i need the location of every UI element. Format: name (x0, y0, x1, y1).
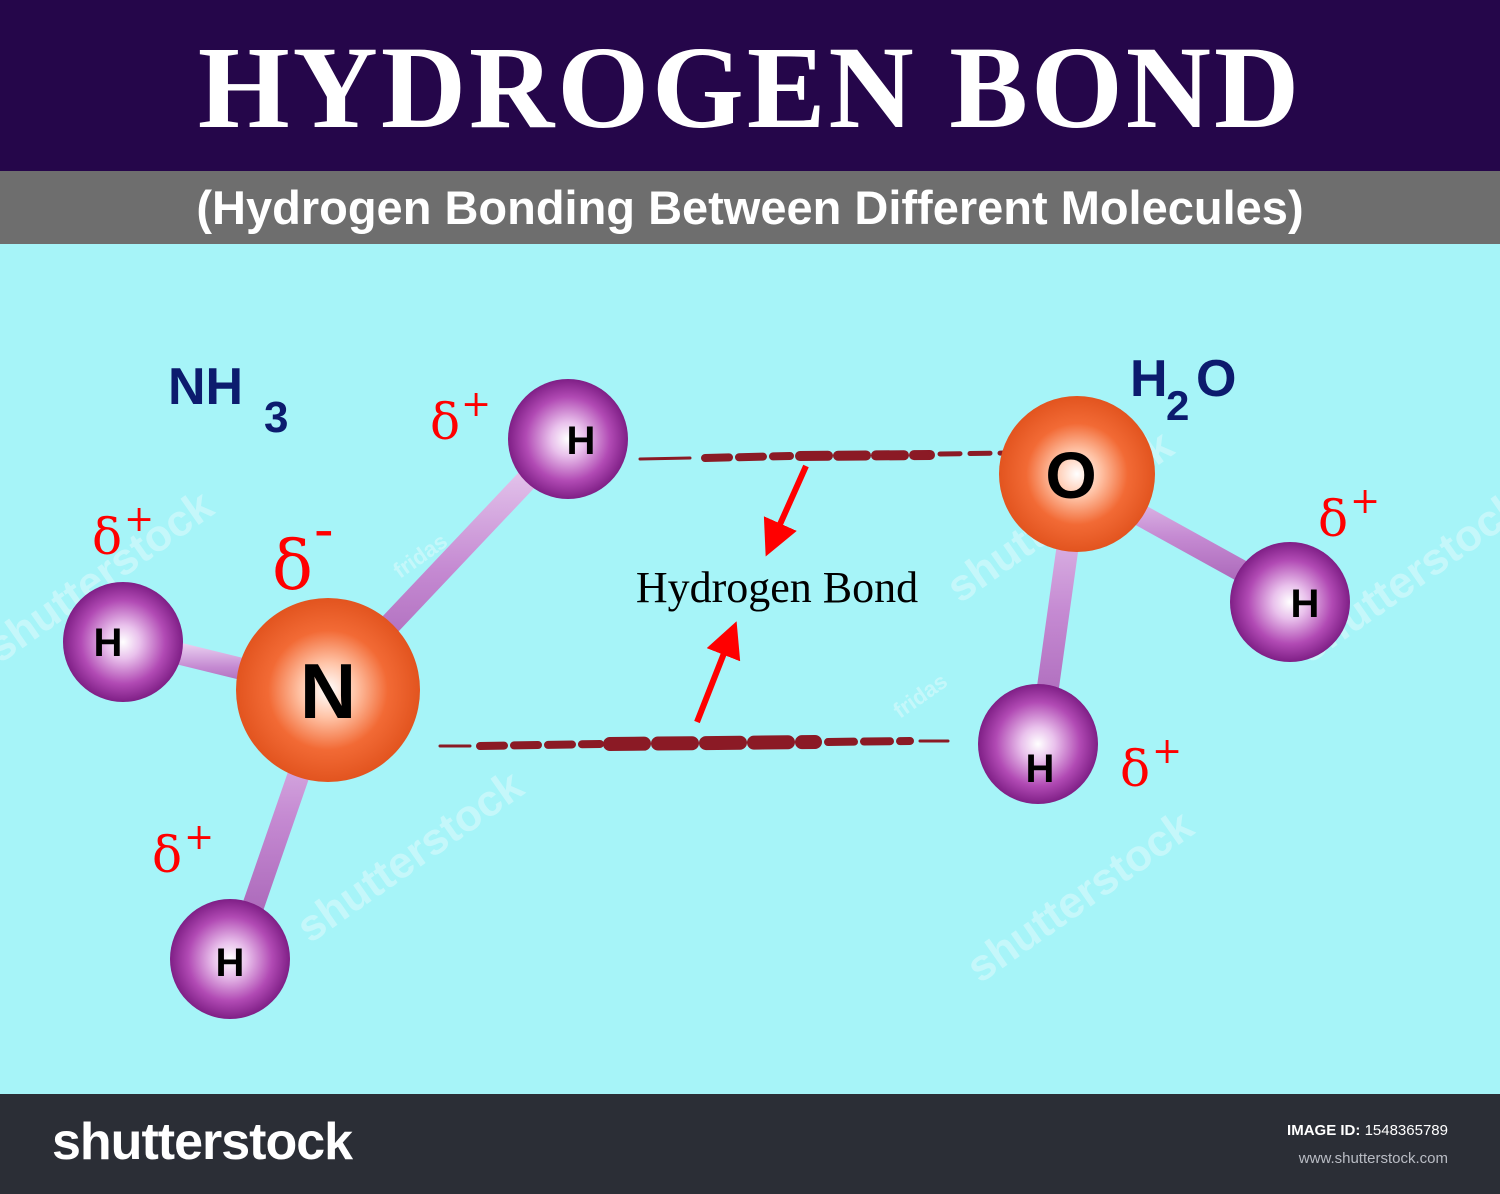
hydrogen-bond-lower (438, 735, 950, 751)
brand-logo[interactable]: shutterstock (52, 1113, 353, 1171)
charge-water-h-right: δ + (1318, 481, 1380, 548)
charge-nitrogen: δ - (272, 495, 334, 606)
water-formula: H 2 O (1130, 350, 1236, 429)
charge-sign: + (124, 499, 154, 540)
hydrogen-bond-label: Hydrogen Bond (636, 563, 918, 612)
hydrogen-atom-label: H (94, 621, 123, 665)
watermark-text: shutterstock (958, 800, 1203, 992)
watermark-text: shutterstock (288, 760, 533, 952)
hydrogen-atom-label: H (1026, 747, 1055, 791)
water-formula-subscript: 2 (1166, 382, 1189, 429)
title-banner: HYDROGEN BOND (0, 0, 1500, 171)
delta-symbol: δ (152, 826, 182, 884)
image-id-value: 1548365789 (1364, 1122, 1448, 1139)
charge-sign: - (314, 495, 334, 563)
water-hydrogen-right: H (1230, 542, 1350, 662)
ammonia-hydrogen-bottom: H (170, 899, 290, 1019)
hydrogen-bond-upper (638, 450, 1008, 462)
ammonia-hydrogen-left: H (63, 582, 183, 702)
page-title: HYDROGEN BOND (197, 21, 1303, 153)
water-formula-o: O (1196, 350, 1236, 408)
oxygen-atom: O (999, 396, 1155, 552)
oxygen-atom-label: O (1045, 438, 1096, 512)
delta-symbol: δ (272, 527, 313, 606)
charge-ammonia-h-bottom: δ + (152, 817, 214, 884)
ammonia-hydrogen-top: H (508, 379, 628, 499)
watermark-author: fridas (889, 668, 952, 723)
delta-symbol: δ (1120, 740, 1150, 798)
subtitle-banner: (Hydrogen Bonding Between Different Mole… (0, 171, 1500, 244)
hydrogen-atom-label: H (216, 941, 245, 985)
delta-symbol: δ (1318, 490, 1348, 548)
ammonia-formula-subscript: 3 (264, 393, 288, 442)
charge-water-h-bottom: δ + (1120, 731, 1182, 798)
charge-sign: + (184, 817, 214, 858)
image-id: IMAGE ID: 1548365789 (1287, 1122, 1448, 1139)
charge-ammonia-h-left: δ + (92, 499, 154, 566)
footer-bar: shutterstock IMAGE ID: 1548365789 www.sh… (0, 1094, 1500, 1194)
delta-symbol: δ (430, 393, 460, 451)
charge-sign: + (461, 384, 491, 425)
delta-symbol: δ (92, 508, 122, 566)
hydrogen-bond-diagram: shutterstock shutterstock shutterstock s… (0, 244, 1500, 1094)
charge-sign: + (1350, 481, 1380, 522)
image-id-label: IMAGE ID: (1287, 1122, 1361, 1139)
ammonia-formula: NH 3 (168, 358, 288, 442)
water-hydrogen-bottom: H (978, 684, 1098, 804)
charge-ammonia-h-top: δ + (430, 384, 491, 451)
arrow-to-lower-bond (694, 621, 741, 724)
arrow-to-upper-bond (763, 464, 809, 557)
nitrogen-atom: N (236, 598, 420, 782)
hydrogen-atom-label: H (1291, 582, 1320, 626)
hydrogen-atom-label: H (567, 419, 596, 463)
charge-sign: + (1152, 731, 1182, 772)
page-subtitle: (Hydrogen Bonding Between Different Mole… (196, 181, 1304, 234)
diagram-canvas: shutterstock shutterstock shutterstock s… (0, 350, 1500, 1019)
ammonia-formula-main: NH (168, 358, 243, 416)
nitrogen-atom-label: N (300, 647, 356, 735)
water-formula-h: H (1130, 350, 1168, 408)
site-url[interactable]: www.shutterstock.com (1298, 1150, 1448, 1167)
